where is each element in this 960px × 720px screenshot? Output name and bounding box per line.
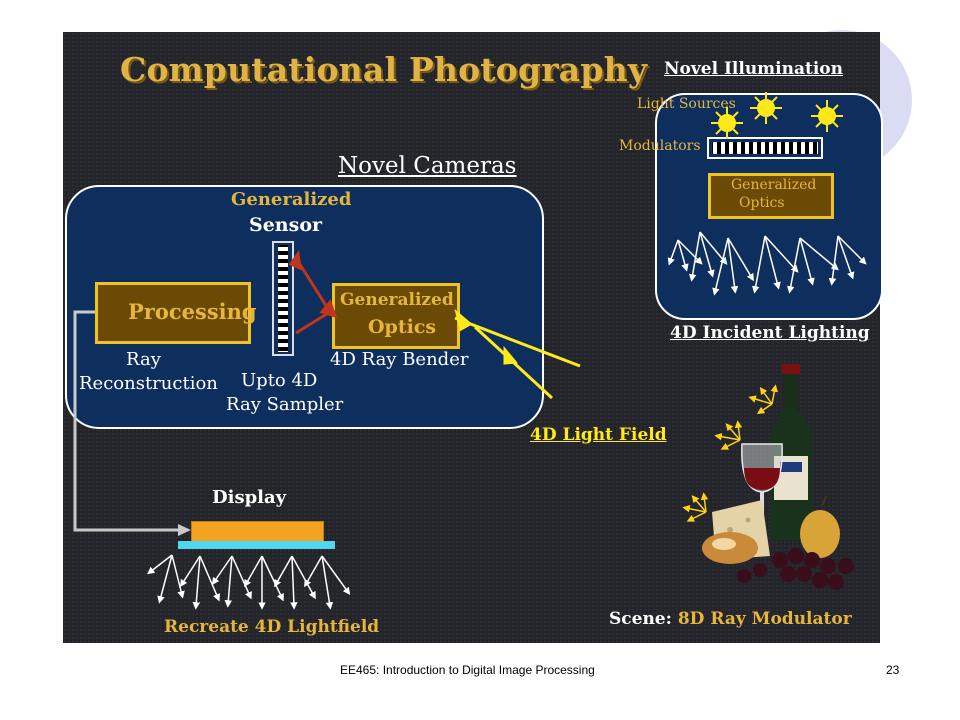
scene-label: Scene: 8D Ray Modulator [609, 609, 852, 629]
ill-optics-label-1: Generalized [731, 177, 817, 193]
sensor-label: Sensor [249, 214, 323, 236]
pear-icon [800, 495, 840, 558]
scene-prefix: Scene: [609, 609, 672, 629]
incident-lighting-label: 4D Incident Lighting [670, 323, 870, 343]
sun-icon [811, 100, 843, 132]
ray-label: Ray [126, 349, 161, 370]
scene-description: 8D Ray Modulator [677, 609, 852, 629]
novel-illumination-heading: Novel Illumination [664, 59, 844, 79]
wine-bottle-icon [770, 364, 812, 540]
light-sources-label: Light Sources [637, 96, 736, 112]
red-rays [288, 250, 338, 335]
ill-optics-label-2: Optics [739, 195, 785, 211]
novel-cameras-heading: Novel Cameras [338, 153, 517, 179]
display-label: Display [212, 487, 287, 508]
display-base [178, 541, 335, 549]
optics-label-2: Optics [368, 316, 437, 338]
light-field-label: 4D Light Field [530, 425, 667, 445]
sun-icon [750, 92, 782, 124]
yellow-light-rays [454, 308, 581, 400]
incident-ray-fans [667, 231, 867, 296]
bread-icon [702, 532, 758, 564]
grapes-icon [737, 548, 854, 590]
reconstruction-label: Reconstruction [79, 373, 218, 394]
ray-sampler-label: Ray Sampler [226, 394, 344, 415]
sensor-array [272, 241, 294, 356]
processing-label: Processing [128, 299, 257, 324]
slide-title: Computational Photography [120, 50, 648, 89]
recreate-lightfield-label: Recreate 4D Lightfield [164, 617, 380, 637]
generalized-sensor-label-top: Generalized [231, 189, 352, 210]
feedback-arrowhead [178, 524, 191, 536]
scene-ray-bursts [682, 384, 778, 522]
sun-icon [711, 107, 743, 139]
display-ray-fans [147, 554, 351, 610]
illumination-optics-box: Generalized Optics [708, 173, 834, 219]
upto-4d-label: Upto 4D [241, 370, 318, 391]
processing-box: Processing [95, 282, 257, 344]
ray-bender-label: 4D Ray Bender [330, 349, 469, 370]
footer-page-number: 23 [886, 663, 900, 677]
generalized-optics-box: Generalized Optics [332, 283, 460, 349]
feedback-path [73, 310, 180, 532]
modulators-label: Modulators [619, 138, 701, 154]
footer-course: EE465: Introduction to Digital Image Pro… [340, 663, 595, 677]
optics-label-1: Generalized [340, 290, 454, 310]
modulator-array [707, 137, 823, 159]
